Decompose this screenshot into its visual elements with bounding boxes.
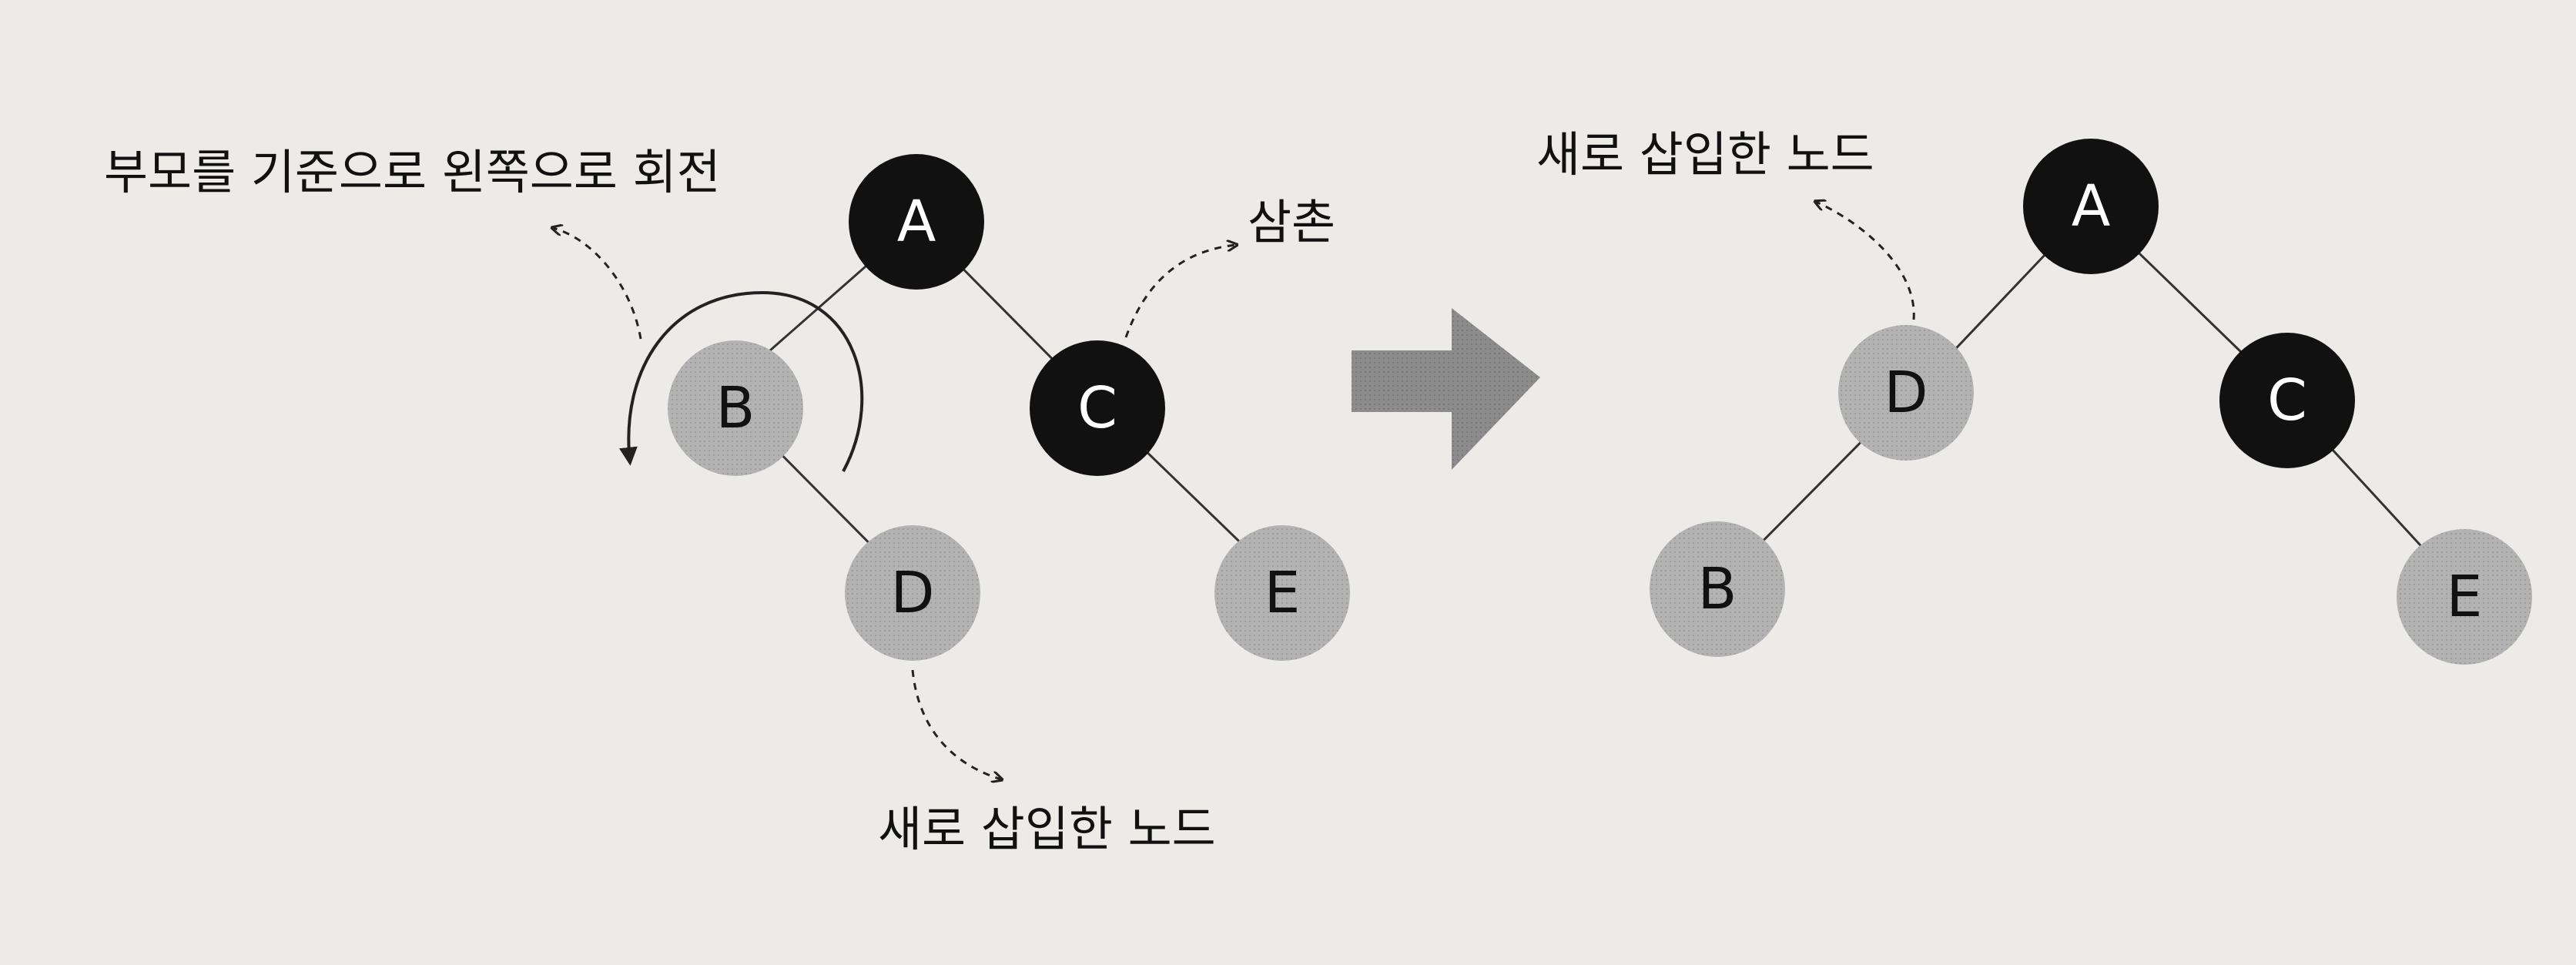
before-tree: A B C D E 부모를 기준으로 왼쪽으로 회전 삼촌 새로 삽입한 노드	[104, 144, 1350, 857]
inserted-note-after: 새로 삽입한 노드	[1536, 126, 1874, 183]
node-c: C	[1030, 340, 1165, 476]
node-b: B	[1650, 521, 1785, 657]
node-a: A	[849, 154, 984, 290]
node-c-label: C	[1077, 375, 1117, 441]
dashed-pointer-arrow-icon	[1816, 202, 1915, 320]
uncle-note: 삼촌	[1248, 194, 1335, 250]
node-d-label: D	[1884, 360, 1928, 426]
node-e: E	[1214, 525, 1350, 661]
after-tree: A D C B E 새로 삽입한 노드	[1536, 126, 2532, 665]
node-b: B	[668, 340, 803, 476]
rotation-note: 부모를 기준으로 왼쪽으로 회전	[104, 144, 721, 200]
node-a-label: A	[897, 189, 936, 255]
node-e: E	[2397, 529, 2532, 665]
node-d: D	[1838, 325, 1974, 461]
inserted-note-before: 새로 삽입한 노드	[878, 801, 1216, 857]
node-c: C	[2219, 333, 2355, 468]
dashed-pointer-arrow-icon	[553, 228, 642, 340]
node-d-label: D	[891, 560, 935, 626]
node-d: D	[845, 525, 980, 661]
right-arrow-icon	[1352, 308, 1540, 470]
node-a: A	[2023, 139, 2159, 274]
counterclockwise-rotation-arrow-icon	[619, 290, 864, 472]
node-a-label: A	[2072, 173, 2111, 240]
node-b-label: B	[1698, 556, 1737, 622]
dashed-pointer-arrow-icon	[911, 669, 1001, 779]
node-e-label: E	[1265, 560, 1301, 626]
node-c-label: C	[2267, 367, 2307, 434]
dashed-pointer-arrow-icon	[1124, 245, 1236, 338]
node-e-label: E	[2447, 564, 2483, 630]
node-b-label: B	[716, 375, 755, 441]
